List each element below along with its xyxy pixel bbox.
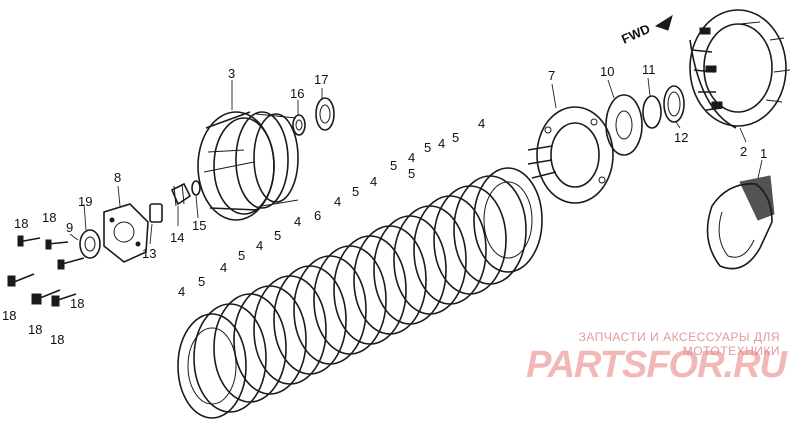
callout-18: 18 [42, 210, 56, 225]
bolt [51, 293, 77, 307]
callout-6: 6 [314, 208, 321, 223]
callout-4: 4 [334, 194, 341, 209]
callout-5: 5 [408, 166, 415, 181]
leader-lines [69, 77, 763, 245]
clutch-center-hub [197, 111, 299, 221]
callout-7: 7 [548, 68, 555, 83]
clutch-spring [170, 182, 192, 207]
callout-4: 4 [408, 150, 415, 165]
callout-5: 5 [352, 184, 359, 199]
primary-drive-gear [706, 175, 775, 270]
callout-9: 9 [66, 220, 73, 235]
callout-5: 5 [452, 130, 459, 145]
callout-18: 18 [28, 322, 42, 337]
clutch-outer-housing [689, 9, 791, 129]
callout-5: 5 [424, 140, 431, 155]
callout-5: 5 [198, 274, 205, 289]
callout-10: 10 [600, 64, 614, 79]
callout-3: 3 [228, 66, 235, 81]
callout-4: 4 [220, 260, 227, 275]
bolt [7, 273, 35, 287]
callout-4: 4 [478, 116, 485, 131]
callout-15: 15 [192, 218, 206, 233]
callout-5: 5 [274, 228, 281, 243]
callout-5: 5 [390, 158, 397, 173]
callout-11: 11 [642, 62, 656, 77]
clutch-bearing [79, 229, 101, 259]
callout-13: 13 [142, 246, 156, 261]
clutch-plate-stack [177, 167, 543, 419]
callout-4: 4 [256, 238, 263, 253]
watermark-caption: ЗАПЧАСТИ И АКСЕССУАРЫ ДЛЯ МОТОТЕХНИКИ [578, 330, 780, 358]
lock-nut [315, 97, 335, 131]
callout-5: 5 [238, 248, 245, 263]
callout-17: 17 [314, 72, 328, 87]
callout-2: 2 [740, 144, 747, 159]
bolt [31, 289, 61, 305]
bolt [17, 235, 41, 247]
small-washer [191, 180, 201, 196]
callout-18: 18 [50, 332, 64, 347]
callout-12: 12 [674, 130, 688, 145]
forward-direction-indicator: FWD [619, 14, 673, 47]
callouts: 1 2 3 16 17 7 10 11 12 8 19 9 13 14 15 1… [2, 62, 767, 347]
lock-washer [292, 114, 306, 136]
fwd-label: FWD [619, 21, 652, 47]
callout-19: 19 [78, 194, 92, 209]
snap-ring [642, 95, 662, 129]
callout-18: 18 [2, 308, 16, 323]
thrust-washer [663, 85, 685, 123]
callout-4: 4 [438, 136, 445, 151]
bolt [45, 239, 69, 250]
lifter-plate [605, 94, 643, 156]
callout-14: 14 [170, 230, 184, 245]
fwd-arrow-icon [654, 14, 673, 31]
callout-4: 4 [294, 214, 301, 229]
callout-8: 8 [114, 170, 121, 185]
callout-1: 1 [760, 146, 767, 161]
watermark-brand: PARTSFOR.RU [526, 344, 787, 386]
spring-plate [103, 203, 149, 263]
callout-18: 18 [14, 216, 28, 231]
callout-16: 16 [290, 86, 304, 101]
callout-4: 4 [178, 284, 185, 299]
spacer-collar [149, 203, 163, 223]
callout-4: 4 [370, 174, 377, 189]
callout-18: 18 [70, 296, 84, 311]
bolt [57, 257, 85, 270]
pressure-plate [527, 106, 614, 204]
